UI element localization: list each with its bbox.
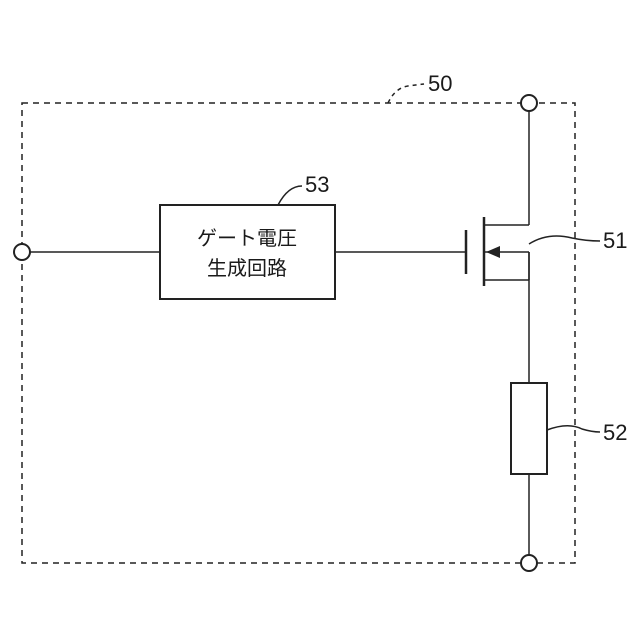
resistor-body (511, 383, 547, 474)
gate-voltage-generator-box (160, 205, 335, 299)
gate-block-label: 53 (305, 172, 329, 197)
bottom-terminal (521, 555, 537, 571)
resistor-label-leader (547, 426, 600, 432)
module-label: 50 (428, 71, 452, 96)
transistor-label: 51 (603, 228, 627, 253)
gate-block-line1: ゲート電圧 (197, 226, 297, 250)
body-arrow-icon (486, 246, 500, 258)
input-terminal (14, 244, 30, 260)
top-terminal (521, 95, 537, 111)
gate-block-line2: 生成回路 (207, 256, 287, 280)
transistor-label-leader (529, 236, 600, 244)
resistor-label: 52 (603, 420, 627, 445)
gate-block-label-leader (278, 186, 302, 205)
module-label-leader (388, 84, 424, 103)
module-boundary (22, 103, 575, 563)
